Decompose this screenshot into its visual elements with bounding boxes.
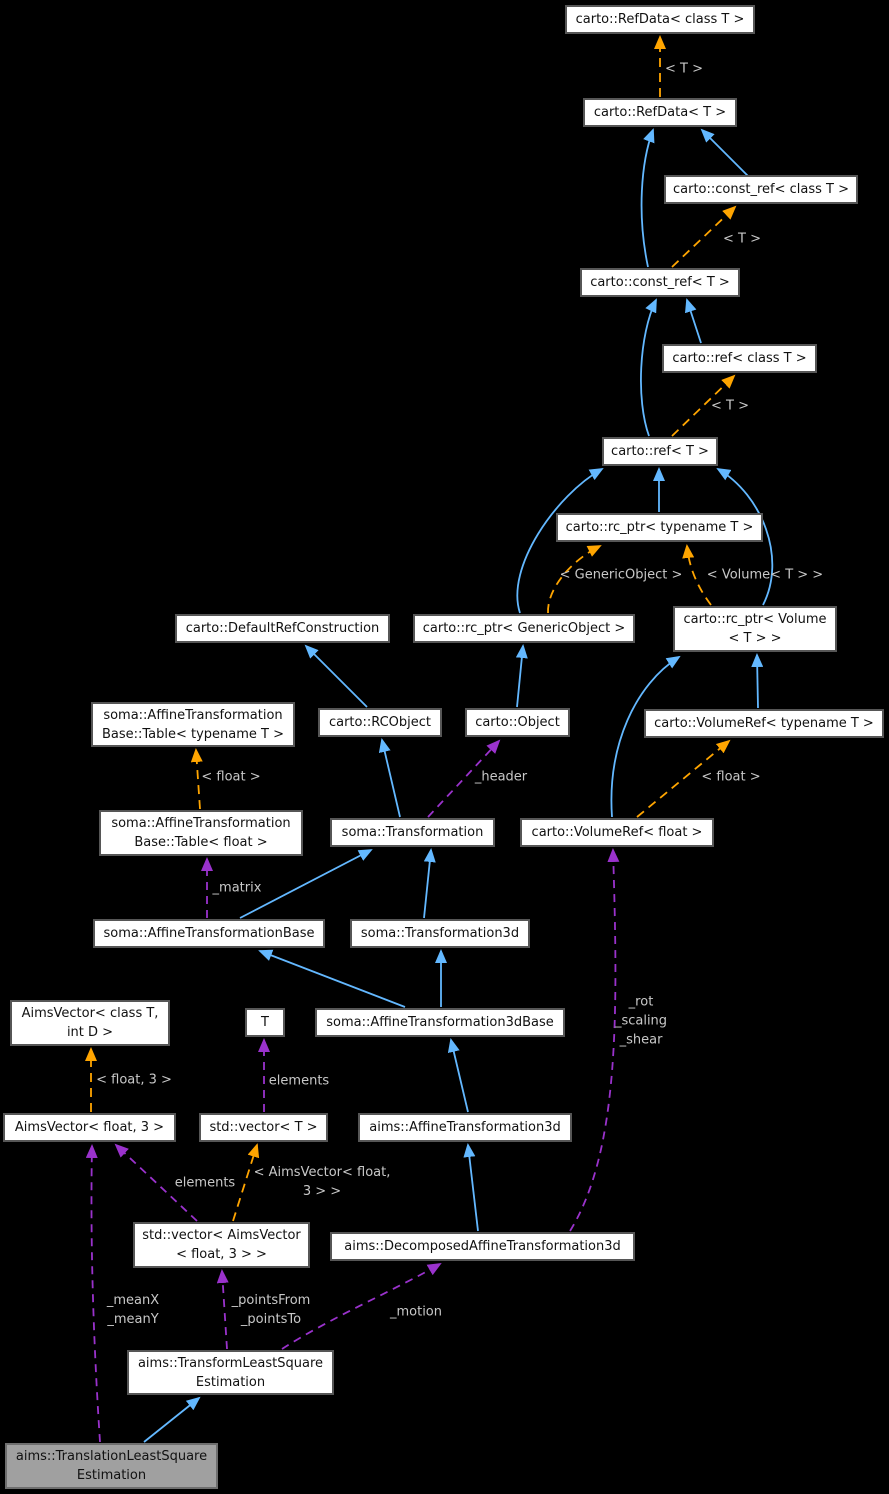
edge-inherit-carto-ref-class-t-to-carto-const-ref-t (685, 298, 702, 344)
edge-inherit-carto-rc-ptr-volume-t-to-carto-ref-t (716, 467, 774, 606)
node-carto-rc-ptr-volume-t[interactable]: carto::rc_ptr< Volume < T > > (673, 606, 837, 652)
edge-inherit-carto-const-ref-t-to-carto-refdata-t (640, 128, 655, 268)
node-soma-table-float[interactable]: soma::AffineTransformation Base::Table< … (99, 810, 303, 856)
edge-template-std-vector-aimsvector-to-std-vector-t (232, 1143, 260, 1222)
edge-use-aims-transformleastsquareestimation-to-std-vector-aimsvector (216, 1269, 229, 1350)
edge-template-soma-table-float-to-soma-table-typename-t (190, 748, 203, 810)
node-aims-decomposedaffinetransformation3d[interactable]: aims::DecomposedAffineTransformation3d (330, 1232, 635, 1261)
edge-inherit-carto-volumeref-float-to-carto-rc-ptr-volume-t (610, 655, 681, 818)
edge-inherit-carto-rc-ptr-genericobject-to-carto-ref-t (516, 468, 604, 614)
edge-inherit-soma-transformation3d-to-soma-transformation (423, 848, 436, 919)
edge-template-carto-rc-ptr-volume-t-to-carto-rc-ptr-typename-t (682, 544, 712, 606)
node-soma-transformation3d[interactable]: soma::Transformation3d (350, 919, 530, 948)
edge-inherit-soma-affinetransformationbase-to-soma-transformation (239, 849, 373, 919)
edge-inherit-aims-affinetransformation3d-to-soma-affinetransformation3dbase (447, 1038, 469, 1113)
node-carto-const-ref-t[interactable]: carto::const_ref< T > (580, 268, 740, 297)
node-carto-rc-ptr-typename-t[interactable]: carto::rc_ptr< typename T > (556, 513, 763, 542)
node-carto-ref-t[interactable]: carto::ref< T > (602, 437, 718, 466)
node-carto-object[interactable]: carto::Object (465, 708, 570, 737)
edge-use-soma-transformation-to-carto-object (427, 739, 501, 818)
node-carto-rc-ptr-genericobject[interactable]: carto::rc_ptr< GenericObject > (413, 614, 635, 643)
node-t[interactable]: T (245, 1008, 285, 1037)
node-carto-refdata-class-t[interactable]: carto::RefData< class T > (565, 5, 755, 34)
edge-inherit-aims-decomposedaffinetransformation3d-to-aims-affinetransformation3d (463, 1143, 479, 1232)
edge-use-aims-transformleastsquareestimation-to-aims-decomposedaffinetransformation3d (281, 1262, 442, 1350)
edge-inherit-carto-volumeref-typename-t-to-carto-rc-ptr-volume-t (751, 653, 764, 709)
node-soma-affinetransformationbase[interactable]: soma::AffineTransformationBase (93, 919, 325, 948)
node-std-vector-aimsvector[interactable]: std::vector< AimsVector < float, 3 > > (133, 1222, 310, 1268)
node-aimsvector-float-3[interactable]: AimsVector< float, 3 > (3, 1113, 176, 1142)
edge-inherit-carto-rcobject-to-carto-defaultrefconstruction (304, 644, 368, 708)
node-carto-volumeref-typename-t[interactable]: carto::VolumeRef< typename T > (644, 709, 884, 738)
node-soma-affinetransformation3dbase[interactable]: soma::AffineTransformation3dBase (315, 1008, 565, 1037)
node-aimsvector-class-t-int-d[interactable]: AimsVector< class T, int D > (10, 1000, 170, 1046)
edge-inherit-carto-object-to-carto-rc-ptr-genericobject (515, 644, 528, 708)
edge-template-carto-const-ref-t-to-carto-const-ref-class-t (671, 205, 737, 268)
node-carto-ref-class-t[interactable]: carto::ref< class T > (662, 344, 817, 373)
edge-inherit-carto-const-ref-class-t-to-carto-refdata-t (700, 128, 749, 177)
edge-inherit-aims-translationleastsquareestimation-to-aims-transformleastsquareestimation (143, 1396, 201, 1443)
node-carto-refdata-t[interactable]: carto::RefData< T > (583, 98, 737, 127)
node-std-vector-t[interactable]: std::vector< T > (199, 1113, 328, 1142)
edge-inherit-soma-transformation-to-carto-rcobject (378, 738, 401, 818)
node-carto-defaultrefconstruction[interactable]: carto::DefaultRefConstruction (175, 614, 390, 643)
edge-use-std-vector-aimsvector-to-aimsvector-float-3 (114, 1143, 198, 1222)
edge-use-aims-decomposedaffinetransformation3d-to-carto-volumeref-float (569, 848, 620, 1232)
node-aims-transformleastsquareestimation[interactable]: aims::TransformLeastSquare Estimation (127, 1350, 334, 1395)
edge-template-carto-ref-t-to-carto-ref-class-t (671, 374, 736, 437)
node-carto-rcobject[interactable]: carto::RCObject (318, 708, 442, 737)
node-carto-const-ref-class-t[interactable]: carto::const_ref< class T > (664, 175, 858, 204)
node-aims-translationleastsquareestimation[interactable]: aims::TranslationLeastSquare Estimation (5, 1443, 218, 1489)
edge-inherit-soma-affinetransformation3dbase-to-soma-affinetransformationbase (258, 949, 406, 1008)
node-soma-table-typename-t[interactable]: soma::AffineTransformation Base::Table< … (91, 702, 295, 747)
edge-template-carto-rc-ptr-genericobject-to-carto-rc-ptr-typename-t (547, 545, 602, 614)
edge-inherit-carto-ref-t-to-carto-const-ref-t (640, 298, 657, 437)
node-soma-transformation[interactable]: soma::Transformation (330, 818, 495, 847)
node-carto-volumeref-float[interactable]: carto::VolumeRef< float > (520, 818, 714, 847)
edge-use-aims-translationleastsquareestimation-to-aimsvector-float-3 (85, 1144, 101, 1443)
node-aims-affinetransformation3d[interactable]: aims::AffineTransformation3d (358, 1113, 572, 1142)
edge-template-carto-volumeref-float-to-carto-volumeref-typename-t (636, 739, 731, 818)
